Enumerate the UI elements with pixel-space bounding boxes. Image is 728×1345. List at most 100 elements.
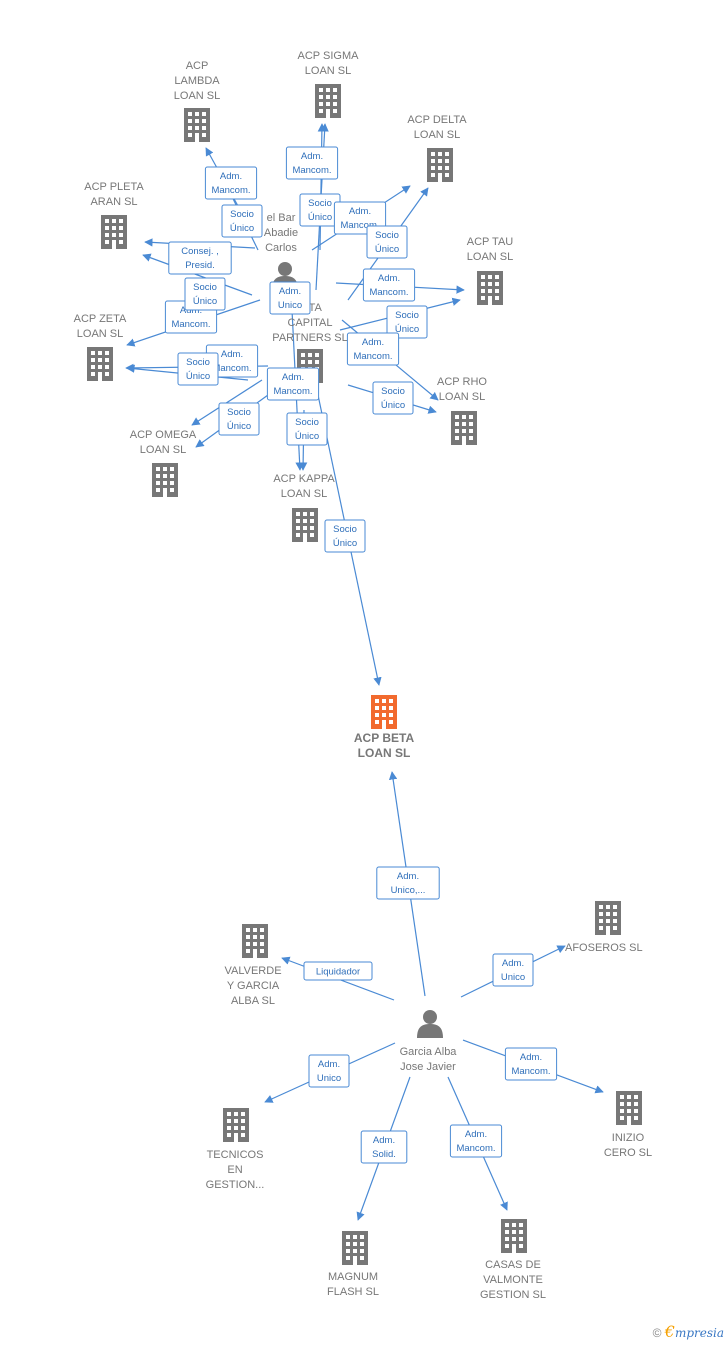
relation-label-text: Adm. — [220, 171, 242, 182]
company-node[interactable] — [501, 1219, 527, 1253]
relation-label-text: Mancom. — [369, 287, 408, 298]
relation-label-text: Socio — [375, 230, 399, 241]
relation-label-box — [285, 146, 339, 180]
node-label: el Bar — [267, 212, 296, 224]
relation-label-text: Único — [193, 296, 217, 307]
relation-label[interactable]: Adm.Solid. — [360, 1130, 408, 1164]
company-node[interactable] — [315, 84, 341, 118]
relation-label[interactable]: Adm.Mancom. — [285, 146, 339, 180]
company-node[interactable] — [595, 901, 621, 935]
node-label: CERO SL — [604, 1147, 652, 1159]
relation-label-box — [366, 225, 408, 259]
building-icon — [451, 411, 477, 445]
node-label: ACP KAPPA — [273, 473, 335, 485]
relation-label-text: Mancom. — [353, 351, 392, 362]
person-node[interactable] — [417, 1010, 443, 1038]
relation-label-text: Adm. — [465, 1129, 487, 1140]
node-label: AFOSEROS SL — [565, 942, 643, 954]
relation-label-text: Unico — [317, 1073, 341, 1084]
node-label: LOAN SL — [174, 90, 220, 102]
node-label: LOAN SL — [305, 65, 351, 77]
company-node[interactable] — [184, 108, 210, 142]
main-company-node[interactable] — [371, 695, 397, 729]
relation-label[interactable]: Adm.Mancom. — [362, 268, 416, 302]
relation-label-box — [492, 953, 534, 987]
relation-label[interactable]: Consej. ,Presid. — [168, 241, 232, 275]
relation-label[interactable]: Adm.Mancom. — [449, 1124, 503, 1158]
node-label: MAGNUM — [328, 1271, 378, 1283]
relation-label-text: Adm. — [349, 206, 371, 217]
company-node[interactable] — [451, 411, 477, 445]
relation-label-box — [177, 352, 219, 386]
node-label: ACP TAU — [467, 236, 514, 248]
building-icon — [315, 84, 341, 118]
building-icon — [342, 1231, 368, 1265]
relation-label[interactable]: Adm.Mancom. — [504, 1047, 558, 1081]
relation-label-box — [204, 166, 258, 200]
company-node[interactable] — [342, 1231, 368, 1265]
company-node[interactable] — [427, 148, 453, 182]
node-label: LOAN SL — [414, 129, 460, 141]
relation-label-text: Único — [227, 421, 251, 432]
relation-label-text: Mancom. — [273, 386, 312, 397]
node-label: LOAN SL — [140, 444, 186, 456]
company-node[interactable] — [477, 271, 503, 305]
relation-label[interactable]: Adm. Unico — [269, 281, 311, 315]
relation-label-text: Único — [230, 223, 254, 234]
relation-label-text: Adm. — [362, 337, 384, 348]
building-icon — [242, 924, 268, 958]
building-icon — [184, 108, 210, 142]
relation-label-text: Adm. — [301, 151, 323, 162]
relation-label[interactable]: Adm.Unico — [492, 953, 534, 987]
company-node[interactable] — [616, 1091, 642, 1125]
relation-label-text: Socio — [381, 386, 405, 397]
node-label: LOAN SL — [77, 328, 123, 340]
relation-label-box — [362, 268, 416, 302]
relation-label-box — [372, 381, 414, 415]
node-label: LOAN SL — [281, 488, 327, 500]
node-label: TECNICOS — [207, 1149, 264, 1161]
relation-label-text: Solid. — [372, 1149, 396, 1160]
company-node[interactable] — [292, 508, 318, 542]
relation-label-text: Único — [381, 400, 405, 411]
relation-label-text: Adm. — [279, 286, 301, 297]
node-label: CASAS DE — [485, 1259, 541, 1271]
relation-label[interactable]: Liquidador — [303, 961, 373, 981]
company-node[interactable] — [101, 215, 127, 249]
relation-label-box — [266, 367, 320, 401]
relation-label-text: Socio — [186, 357, 210, 368]
company-node[interactable] — [223, 1108, 249, 1142]
company-node[interactable] — [152, 463, 178, 497]
building-icon — [101, 215, 127, 249]
building-icon — [616, 1091, 642, 1125]
relation-label-text: Unico — [278, 300, 302, 311]
node-label: ACP SIGMA — [298, 50, 360, 62]
relation-label[interactable]: Adm.Mancom. — [204, 166, 258, 200]
relation-label[interactable]: Adm.Mancom. — [266, 367, 320, 401]
node-label: Y GARCIA — [227, 980, 280, 992]
node-label: ARAN SL — [90, 196, 137, 208]
node-label: Garcia Alba — [400, 1046, 458, 1058]
relation-label-text: Socio — [230, 209, 254, 220]
relation-label-box — [286, 412, 328, 446]
node-label: ACP PLETA — [84, 181, 144, 193]
relation-label-box — [376, 866, 440, 900]
relation-label[interactable]: Adm. Mancom. — [346, 332, 400, 366]
company-node[interactable] — [242, 924, 268, 958]
company-node[interactable] — [87, 347, 113, 381]
building-icon — [595, 901, 621, 935]
relation-label-text: Liquidador — [316, 967, 360, 978]
relation-label[interactable]: Adm.Unico,... — [376, 866, 440, 900]
relation-label[interactable]: Adm.Unico — [308, 1054, 350, 1088]
